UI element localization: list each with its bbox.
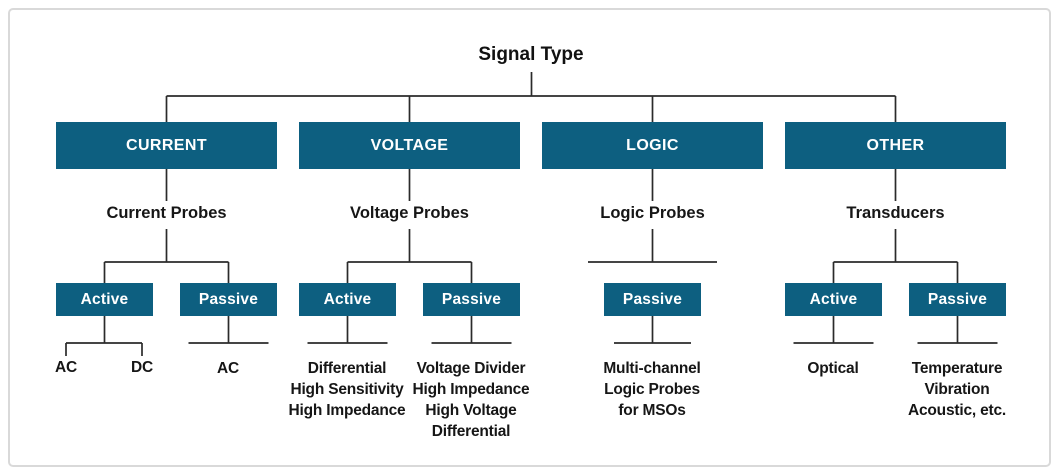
wire-level2: [103, 169, 959, 284]
subtype-box-voltage-active: Active: [299, 283, 396, 316]
category-box-logic: LOGIC: [542, 122, 763, 169]
subtype-box-current-active: Active: [56, 283, 153, 316]
leaf-item-dc: DC: [131, 359, 153, 376]
leaf-item: Vibration: [924, 381, 990, 398]
sublabel-current: Current Probes: [106, 204, 227, 222]
leaf-item: Differential: [307, 360, 387, 377]
leaf-item-ac: AC: [55, 359, 77, 376]
category-box-other: OTHER: [785, 122, 1006, 169]
wire-level1: [165, 72, 897, 123]
wire-level3: [65, 316, 998, 356]
leaf-item: High Sensitivity: [290, 381, 404, 398]
subtype-box-other-passive: Passive: [909, 283, 1006, 316]
category-box-voltage: VOLTAGE: [299, 122, 520, 169]
leaf-item: High Impedance: [288, 402, 406, 419]
leaf-item: High Impedance: [412, 381, 530, 398]
leaf-list-voltage-passive: Voltage Divider High Impedance High Volt…: [401, 358, 541, 442]
sublabel-other: Transducers: [846, 204, 945, 222]
leaf-item: Multi-channel: [603, 360, 701, 377]
diagram-card: [8, 8, 1051, 467]
leaf-list-voltage-active: Differential High Sensitivity High Imped…: [277, 358, 417, 421]
category-box-current: CURRENT: [56, 122, 277, 169]
leaf-item: Logic Probes: [604, 381, 700, 398]
leaf-list-logic-passive: Multi-channel Logic Probes for MSOs: [582, 358, 722, 421]
subtype-box-logic-passive: Passive: [604, 283, 701, 316]
sublabel-logic: Logic Probes: [600, 204, 705, 222]
leaf-item: Differential: [431, 423, 511, 440]
leaf-item: Acoustic, etc.: [908, 402, 1006, 419]
subtype-box-voltage-passive: Passive: [423, 283, 520, 316]
leaf-item: Temperature: [911, 360, 1003, 377]
subtype-box-other-active: Active: [785, 283, 882, 316]
diagram-title: Signal Type: [478, 44, 584, 65]
leaf-item: High Voltage: [425, 402, 517, 419]
leaf-item: for MSOs: [618, 402, 686, 419]
leaf-list-current-passive: AC: [158, 358, 298, 379]
leaf-item: Optical: [807, 360, 859, 377]
leaf-list-other-passive: Temperature Vibration Acoustic, etc.: [887, 358, 1027, 421]
sublabel-voltage: Voltage Probes: [350, 204, 469, 222]
leaf-item: AC: [217, 360, 239, 377]
subtype-box-current-passive: Passive: [180, 283, 277, 316]
leaf-item: Voltage Divider: [416, 360, 526, 377]
leaf-list-other-active: Optical: [763, 358, 903, 379]
